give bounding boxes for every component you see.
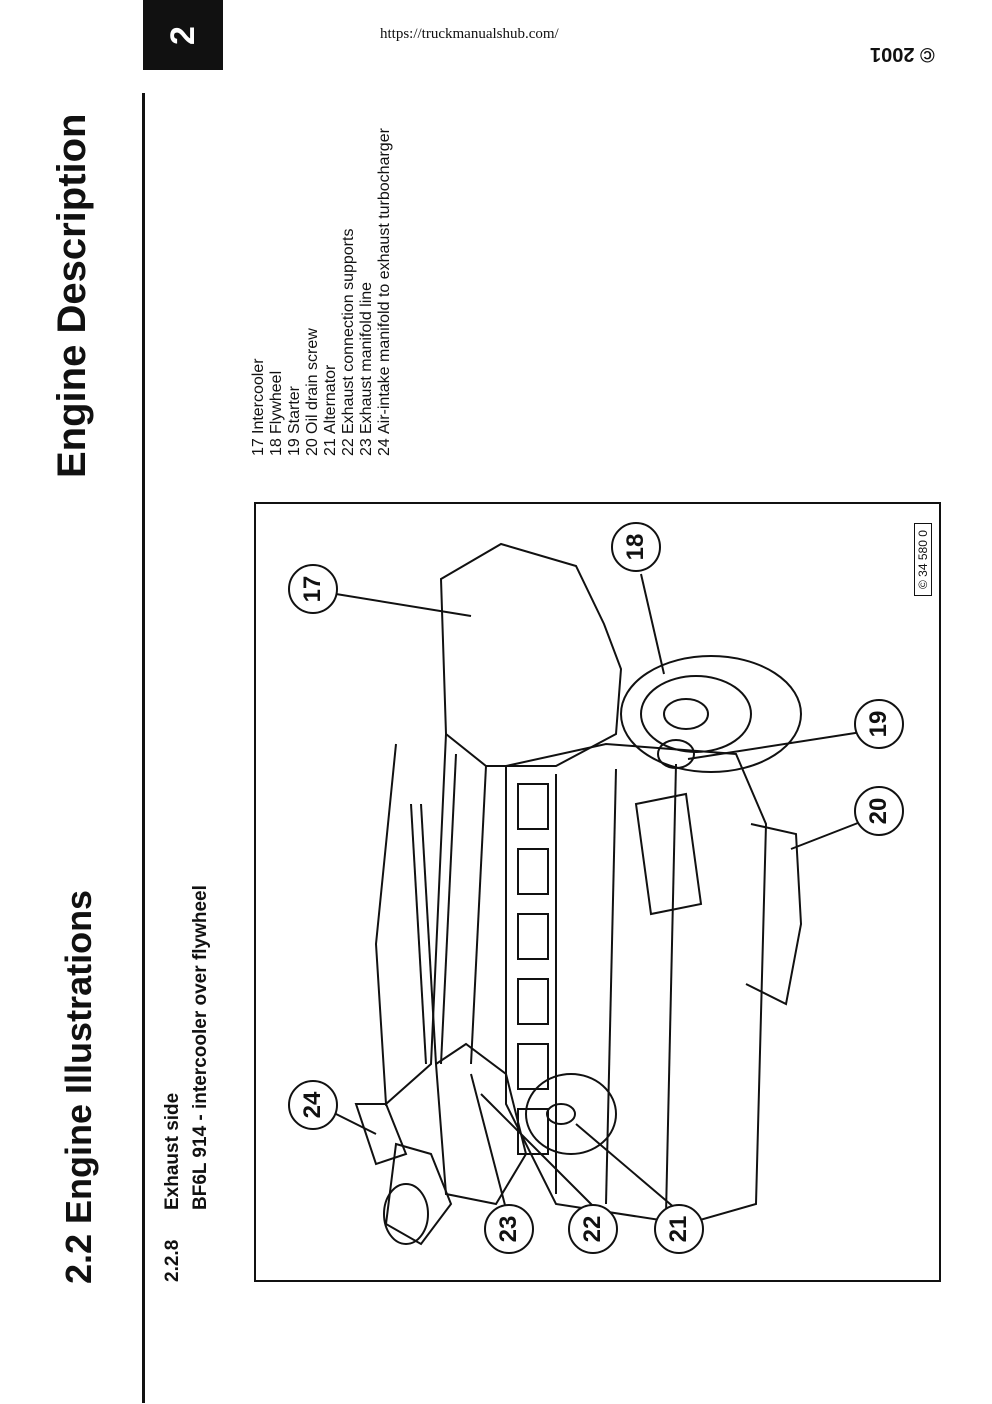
callout-22: 22 bbox=[568, 1204, 618, 1254]
chapter-title: Engine Description bbox=[50, 113, 94, 479]
left-rule bbox=[142, 93, 145, 1403]
source-url[interactable]: https://truckmanualshub.com/ bbox=[380, 26, 559, 42]
legend-item: 19Starter bbox=[286, 385, 303, 456]
legend-item: 24Air-intake manifold to exhaust turboch… bbox=[376, 128, 393, 456]
legend-item: 21Alternator bbox=[322, 364, 339, 456]
legend-item: 17Intercooler bbox=[250, 358, 267, 456]
subsection-title: Exhaust side bbox=[162, 1092, 183, 1210]
callout-17: 17 bbox=[288, 564, 338, 614]
engine-illustration-frame: 17 18 19 20 21 22 23 24 bbox=[254, 502, 941, 1282]
callout-21: 21 bbox=[654, 1204, 704, 1254]
legend-item: 20Oil drain screw bbox=[304, 328, 321, 456]
legend-item: 23Exhaust manifold line bbox=[358, 281, 375, 456]
copyright-notice: © 2001 bbox=[870, 43, 935, 65]
figure-code: © 34 580 0 bbox=[914, 523, 932, 596]
legend-item: 18Flywheel bbox=[268, 370, 285, 456]
parts-legend: 17Intercooler 18Flywheel 19Starter 20Oil… bbox=[250, 128, 394, 456]
callout-18: 18 bbox=[611, 522, 661, 572]
chapter-tab: 2 bbox=[143, 0, 223, 70]
chapter-number: 2 bbox=[163, 25, 202, 45]
callout-23: 23 bbox=[484, 1204, 534, 1254]
callout-20: 20 bbox=[854, 786, 904, 836]
engine-illustration bbox=[335, 542, 882, 1246]
legend-item: 22Exhaust connection supports bbox=[340, 228, 357, 456]
subsection-number: 2.2.8 bbox=[162, 1239, 183, 1282]
subsection-subtitle: BF6L 914 - intercooler over flywheel bbox=[190, 885, 211, 1210]
callout-24: 24 bbox=[288, 1080, 338, 1130]
callout-19: 19 bbox=[854, 699, 904, 749]
section-title: 2.2 Engine Illustrations bbox=[58, 889, 99, 1284]
